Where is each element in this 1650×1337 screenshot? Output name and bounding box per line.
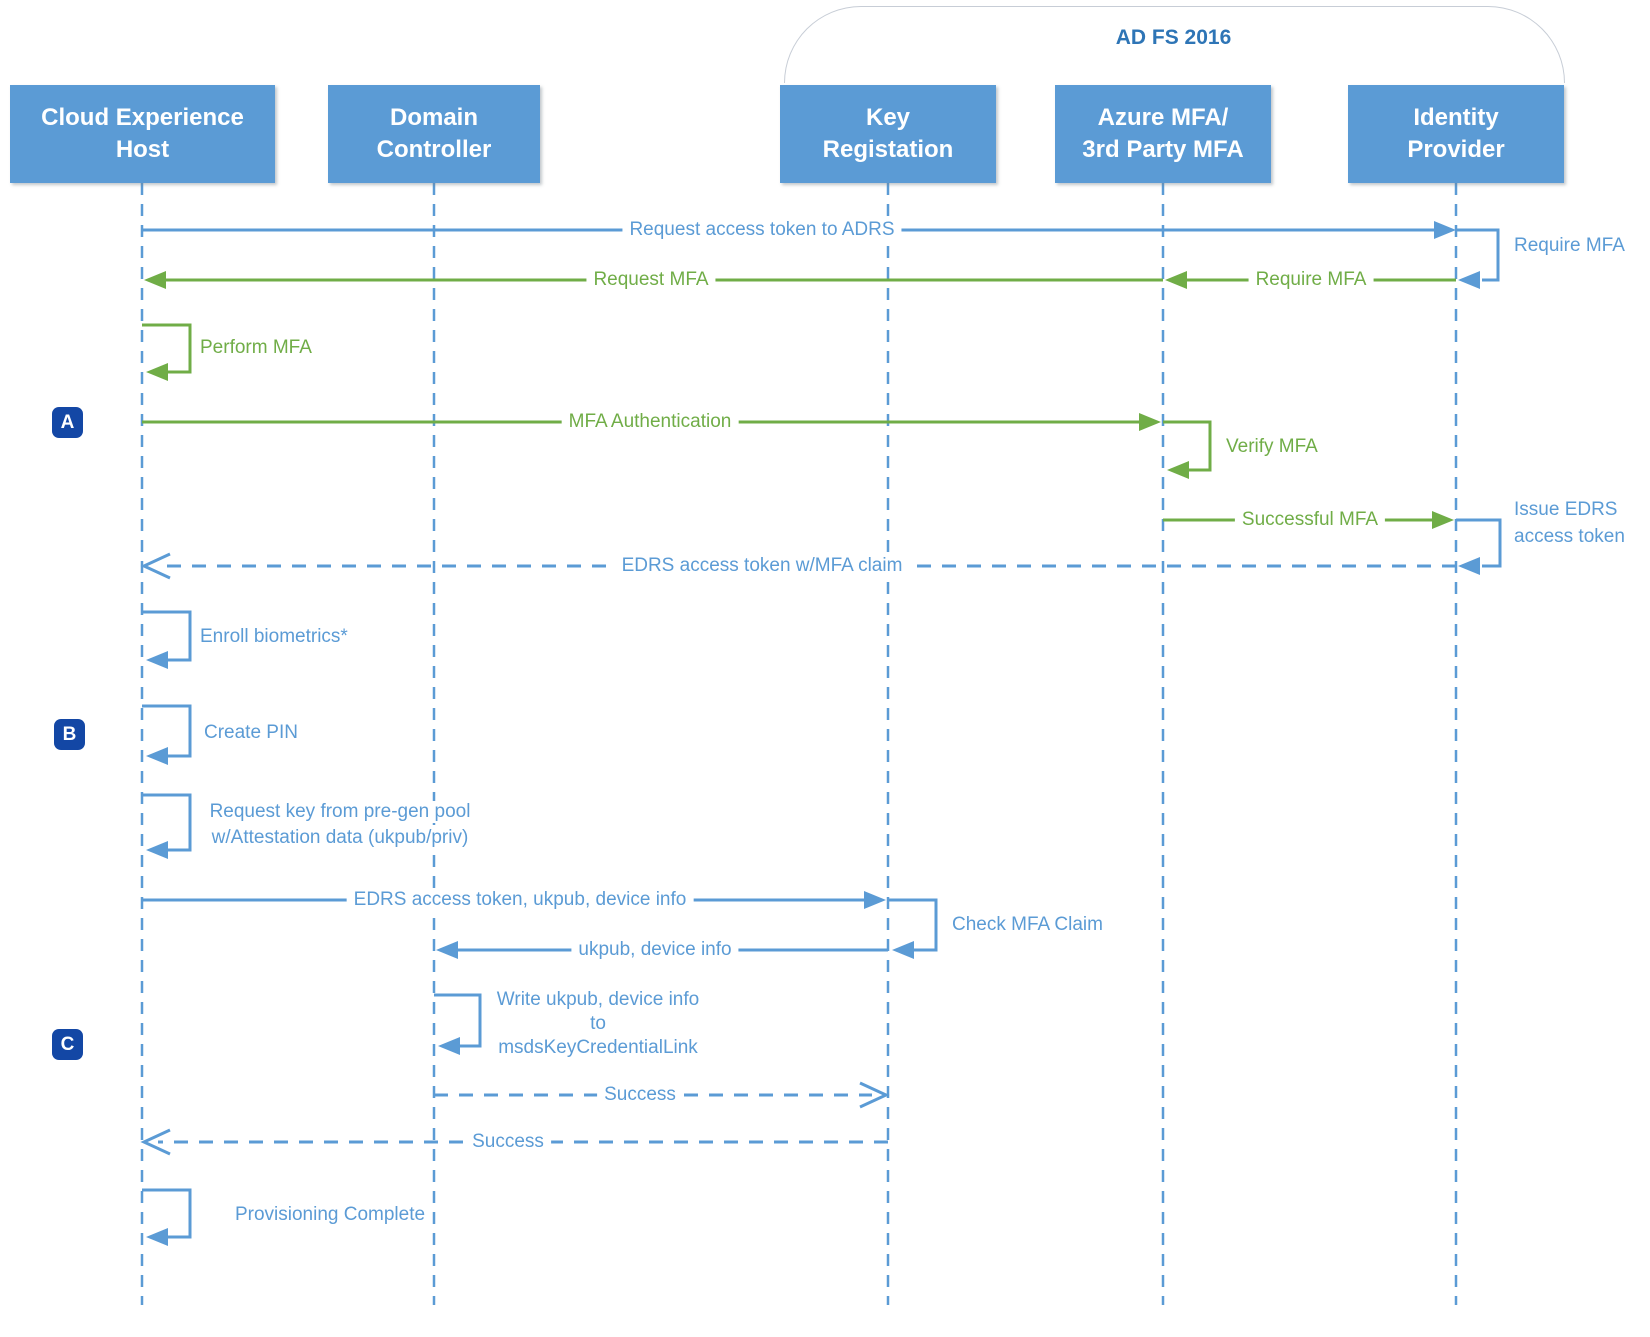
adfs-group-label: AD FS 2016 (1115, 26, 1232, 49)
arrowhead (1167, 461, 1189, 479)
arrowhead (436, 941, 458, 959)
arrowhead (146, 651, 168, 669)
arrowhead (146, 841, 168, 859)
arrowhead (864, 891, 886, 909)
arrow-perform-mfa-selfloop (142, 323, 192, 374)
arrow-verify-mfa-selfloop (1163, 420, 1212, 472)
label-request-mfa: Request MFA (586, 269, 716, 291)
section-badge-b: B (54, 719, 85, 750)
arrow-provisioning-complete-selfloop (142, 1188, 192, 1239)
label-provisioning-complete: Provisioning Complete (227, 1204, 433, 1226)
arrowhead (438, 1037, 460, 1055)
label-edrs-token-claim: EDRS access token w/MFA claim (614, 555, 910, 577)
label-enroll-biometrics: Enroll biometrics* (196, 626, 352, 648)
label-successful-mfa: Successful MFA (1234, 509, 1386, 531)
arrowhead (146, 1228, 168, 1246)
arrow-issue-edrs-selfloop (1456, 518, 1502, 568)
label-request-key-line2: w/Attestation data (ukpub/priv) (204, 827, 476, 849)
actor-key-registration: Key Registation (780, 85, 996, 183)
open-arrowhead (140, 1128, 171, 1156)
arrow-write-ukpub-selfloop (434, 993, 482, 1048)
label-check-mfa-claim: Check MFA Claim (948, 914, 1107, 936)
label-require-mfa-idp: Require MFA (1510, 235, 1629, 257)
label-ukpub-deviceinfo: ukpub, device info (571, 939, 739, 961)
arrowhead (1458, 557, 1480, 575)
arrowhead (1434, 221, 1456, 239)
open-arrowhead (859, 1081, 890, 1109)
arrow-require-mfa-selfloop (1456, 228, 1500, 282)
label-write-ukpub-line3: msdsKeyCredentialLink (491, 1037, 705, 1059)
label-verify-mfa: Verify MFA (1222, 436, 1322, 458)
label-success-dc-kr: Success (597, 1084, 683, 1106)
actor-identity-provider: Identity Provider (1348, 85, 1564, 183)
arrow-enroll-biometrics-selfloop (142, 610, 192, 662)
section-badge-c: C (52, 1029, 83, 1060)
arrowhead (892, 941, 914, 959)
label-request-access-token: Request access token to ADRS (622, 219, 902, 241)
arrowhead (144, 271, 166, 289)
label-create-pin: Create PIN (200, 722, 302, 744)
actor-cloud-experience-host: Cloud Experience Host (10, 85, 275, 183)
arrowhead (1432, 511, 1454, 529)
label-perform-mfa: Perform MFA (196, 337, 316, 359)
arrowhead (1165, 271, 1187, 289)
label-issue-edrs-line2: access token (1510, 526, 1629, 548)
label-edrs-ukpub-deviceinfo: EDRS access token, ukpub, device info (346, 889, 694, 911)
actor-azure-mfa: Azure MFA/ 3rd Party MFA (1055, 85, 1271, 183)
arrowhead (146, 363, 168, 381)
label-require-mfa: Require MFA (1248, 269, 1374, 291)
actor-domain-controller: Domain Controller (328, 85, 540, 183)
arrow-check-mfa-claim-selfloop (888, 898, 938, 952)
arrowhead (1139, 413, 1161, 431)
label-write-ukpub-line2: to (583, 1013, 613, 1035)
open-arrowhead (140, 552, 171, 580)
label-request-key-line1: Request key from pre-gen pool (202, 801, 478, 823)
arrow-create-pin-selfloop (142, 704, 192, 758)
arrow-request-key-selfloop (142, 793, 192, 852)
arrowhead (1458, 271, 1480, 289)
label-mfa-authentication: MFA Authentication (561, 411, 739, 433)
section-badge-a: A (52, 407, 83, 438)
label-success-kr-ceh: Success (465, 1131, 551, 1153)
label-issue-edrs-line1: Issue EDRS (1510, 499, 1622, 521)
arrowhead (146, 747, 168, 765)
label-write-ukpub-line1: Write ukpub, device info (489, 989, 707, 1011)
